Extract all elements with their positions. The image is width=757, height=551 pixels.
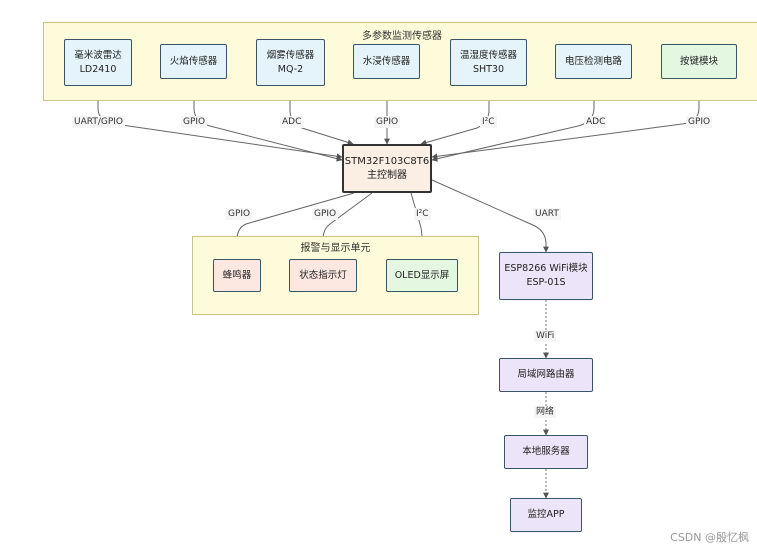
node-mmwave-radar-label: 毫米波雷达 LD2410 bbox=[74, 49, 122, 75]
edge-label-button: GPIO bbox=[686, 116, 713, 128]
node-button-module-label: 按键模块 bbox=[679, 55, 718, 67]
edge-label-voltage: ADC bbox=[584, 116, 608, 128]
node-button-module: 按键模块 bbox=[661, 44, 737, 79]
edge-label-wifi: WiFi bbox=[534, 330, 557, 342]
node-buzzer-label: 蜂鸣器 bbox=[222, 269, 252, 281]
edge-label-oled: I²C bbox=[414, 208, 431, 220]
node-smoke-sensor-label: 烟雾传感器 MQ-2 bbox=[266, 49, 315, 75]
node-water-sensor-label: 水浸传感器 bbox=[362, 55, 411, 67]
edge-label-temp: I²C bbox=[480, 116, 497, 128]
node-status-led: 状态指示灯 bbox=[289, 259, 357, 292]
node-buzzer: 蜂鸣器 bbox=[213, 259, 261, 292]
node-mmwave-radar: 毫米波雷达 LD2410 bbox=[64, 39, 132, 86]
node-voltage-circuit-label: 电压检测电路 bbox=[564, 55, 622, 67]
alarm-group-title: 报警与显示单元 bbox=[300, 243, 371, 254]
node-monitor-app-label: 监控APP bbox=[527, 509, 565, 520]
node-water-sensor: 水浸传感器 bbox=[353, 44, 420, 79]
node-esp8266-module: ESP8266 WiFi模块 ESP-01S bbox=[499, 252, 593, 300]
edge-label-buzzer: GPIO bbox=[226, 208, 253, 220]
node-voltage-circuit: 电压检测电路 bbox=[555, 44, 632, 79]
node-temp-humidity-sensor: 温湿度传感器 SHT30 bbox=[450, 39, 527, 86]
node-flame-sensor: 火焰传感器 bbox=[160, 44, 227, 79]
edge-label-esp: UART bbox=[533, 208, 561, 220]
node-esp8266-module-label: ESP8266 WiFi模块 ESP-01S bbox=[504, 263, 588, 288]
node-lan-router: 局域网路由器 bbox=[499, 358, 593, 392]
node-local-server-label: 本地服务器 bbox=[522, 446, 570, 457]
edge-label-flame: GPIO bbox=[181, 116, 208, 128]
node-status-led-label: 状态指示灯 bbox=[299, 269, 347, 281]
edge-label-water: GPIO bbox=[374, 116, 401, 128]
edge-label-smoke: ADC bbox=[280, 116, 304, 128]
node-monitor-app: 监控APP bbox=[510, 498, 582, 532]
edge-label-network: 网络 bbox=[534, 406, 557, 418]
node-main-controller-label: STM32F103C8T6 主控制器 bbox=[344, 155, 430, 181]
sensor-group-title: 多参数监测传感器 bbox=[362, 31, 442, 42]
node-main-controller: STM32F103C8T6 主控制器 bbox=[342, 144, 432, 193]
node-temp-humidity-sensor-label: 温湿度传感器 SHT30 bbox=[459, 49, 517, 75]
node-smoke-sensor: 烟雾传感器 MQ-2 bbox=[256, 39, 325, 86]
csdn-watermark: CSDN @殷忆枫 bbox=[670, 531, 749, 544]
edge-label-led: GPIO bbox=[312, 208, 339, 220]
node-local-server: 本地服务器 bbox=[504, 435, 588, 469]
node-flame-sensor-label: 火焰传感器 bbox=[169, 55, 218, 67]
node-lan-router-label: 局域网路由器 bbox=[517, 369, 575, 380]
node-oled-display: OLED显示屏 bbox=[386, 259, 458, 292]
edge-label-radar: UART/GPIO bbox=[72, 116, 126, 128]
edge-mcu-esp bbox=[431, 179, 549, 253]
node-oled-display-label: OLED显示屏 bbox=[394, 269, 450, 281]
